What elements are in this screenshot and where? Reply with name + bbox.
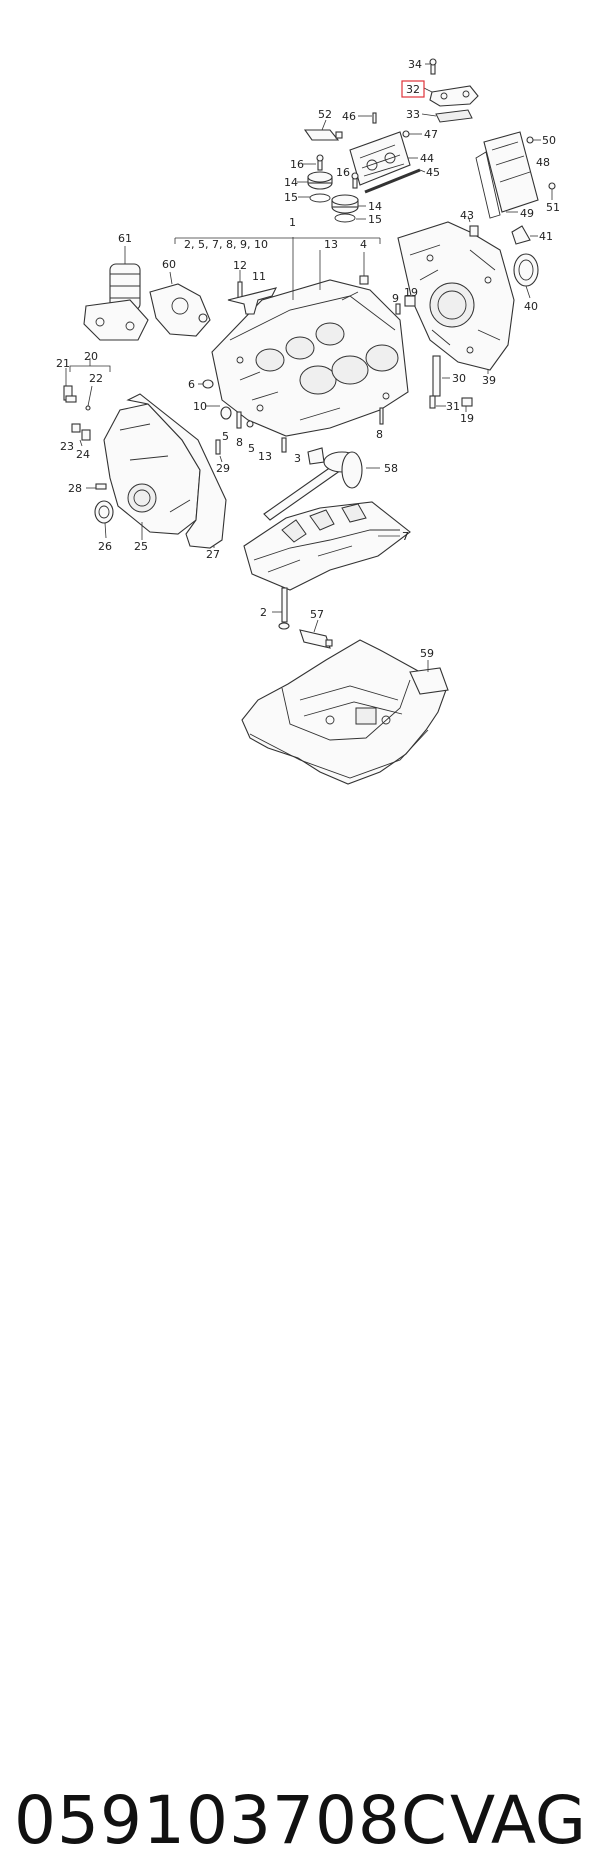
label-14b: 14 [368,200,382,213]
label-40: 40 [524,300,538,313]
label-41: 41 [539,230,553,243]
label-24: 24 [76,448,90,461]
label-51: 51 [546,201,560,214]
label-9: 9 [392,292,399,305]
label-19a: 19 [404,286,418,299]
label-20: 20 [84,350,98,363]
label-28: 28 [68,482,82,495]
label-10: 10 [193,400,207,413]
pump-60 [149,271,211,337]
label-34: 34 [408,58,422,71]
oil-pan-59 [241,639,449,785]
label-6: 6 [188,378,195,391]
label-60: 60 [162,258,176,271]
label-29: 29 [216,462,230,475]
part-number: 059103708C [14,1782,449,1859]
cover-plate-32 [421,58,479,123]
label-25: 25 [134,540,148,553]
label-16b: 16 [336,166,350,179]
oil-filter-housing-61 [83,246,149,341]
label-8a: 8 [236,436,243,449]
label-3: 3 [294,452,301,465]
label-23: 23 [60,440,74,453]
label-59: 59 [420,647,434,660]
label-15b: 15 [368,213,382,226]
label-52: 52 [318,108,332,121]
brand-name: VAG [449,1782,586,1859]
timing-cover-48 [475,131,556,219]
label-44: 44 [420,152,434,165]
label-22: 22 [89,372,103,385]
valve-cover-44 [349,112,426,194]
label-7: 7 [402,530,409,543]
label-49: 49 [520,207,534,220]
label-58: 58 [384,462,398,475]
label-5a: 5 [222,430,229,443]
label-33: 33 [406,108,420,121]
timing-case-39 [397,215,539,374]
label-43: 43 [460,209,474,222]
label-48: 48 [536,156,550,169]
label-30: 30 [452,372,466,385]
label-13b: 13 [258,450,272,463]
timing-cover-25 [86,393,227,549]
label-5b: 5 [248,442,255,455]
balance-shaft-58 [263,451,380,521]
caption-bar: 059103708C VAG [0,890,600,1859]
label-39: 39 [482,374,496,387]
label-4: 4 [360,238,367,251]
label-1: 1 [289,216,296,229]
label-16a: 16 [290,158,304,171]
sensor-30-31 [404,295,473,412]
label-46: 46 [342,110,356,123]
label-14a: 14 [284,176,298,189]
label-13: 13 [324,238,338,251]
label-11: 11 [252,270,266,283]
label-12: 12 [233,259,247,272]
label-32: 32 [406,83,420,96]
highlight-box-32 [401,80,425,98]
label-2: 2 [260,606,267,619]
label-8b: 8 [376,428,383,441]
label-21: 21 [56,357,70,370]
oil-filler-cap-14b [331,172,366,223]
label-45: 45 [426,166,440,179]
label-47: 47 [424,128,438,141]
sealant-tube-57 [299,619,333,649]
label-19b: 19 [460,412,474,425]
oil-filler-cap-14 [297,154,333,203]
engine-block-1 [174,237,409,437]
sensor-group-20 [63,358,111,447]
label-57: 57 [310,608,324,621]
label-27: 27 [206,548,220,561]
label-61: 61 [118,232,132,245]
bolt-2 [272,587,290,630]
label-group-2-5-7-8-9-10: 2, 5, 7, 8, 9, 10 [184,238,268,251]
label-15a: 15 [284,191,298,204]
bedplate-7 [243,501,411,591]
label-26: 26 [98,540,112,553]
label-31: 31 [446,400,460,413]
label-50: 50 [542,134,556,147]
exploded-parts-diagram: 34 32 33 52 46 47 50 48 16 16 44 45 14 1… [56,58,560,785]
sealant-tube-52 [303,119,343,141]
